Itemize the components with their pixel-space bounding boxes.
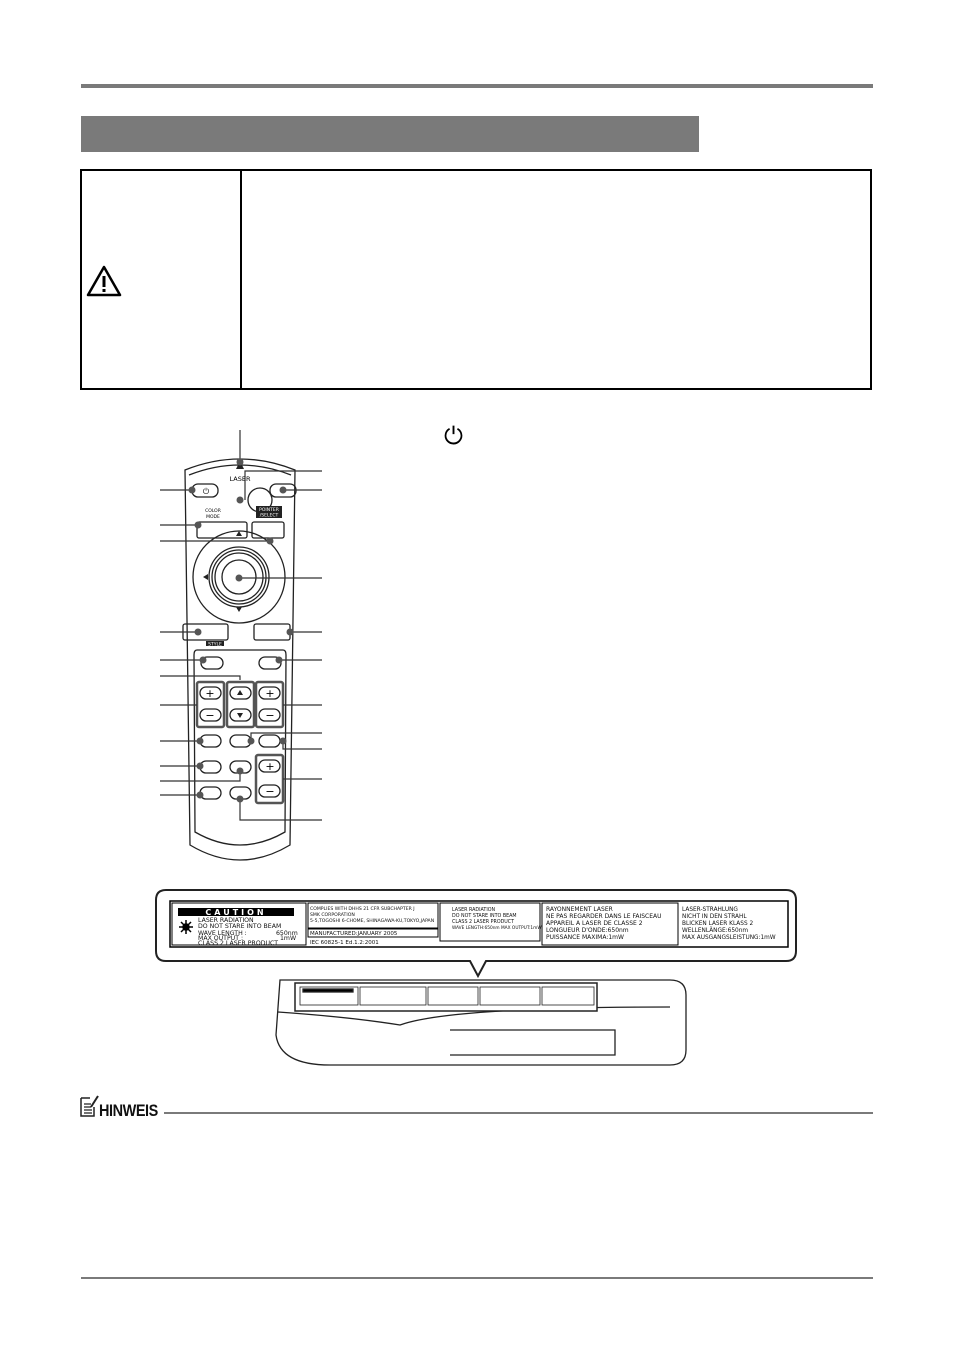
- remote-side-view: [275, 979, 687, 1066]
- label-line: NE PAS REGARDER DANS LE FAISCEAU: [546, 913, 662, 920]
- laser-caution-label: CAUTION LASER RADIATION DO NOT STARE INT…: [155, 889, 797, 1066]
- laser-starburst-icon: [179, 920, 193, 934]
- power-icon: ⏻: [444, 422, 463, 450]
- header-rule: [81, 84, 873, 88]
- note-heading: HINWEIS: [99, 1101, 158, 1120]
- power-button-label: ⏻: [203, 487, 210, 496]
- label-line: WELLENLÄNGE:650nm: [682, 927, 748, 934]
- remote-control-diagram: ⏻ LASER COLOR MODE POINTER /SELECT STYLE…: [160, 430, 322, 861]
- label-line: SMK CORPORATION: [310, 912, 355, 918]
- label-line: PUISSANCE MAXIMA:1mW: [546, 934, 624, 941]
- caution-title: CAUTION: [205, 908, 266, 917]
- footer-rule: [81, 1277, 873, 1279]
- label-line: IEC 60825-1 Ed.1.2:2001: [310, 940, 379, 946]
- note-rule: [164, 1112, 873, 1114]
- note-icon: [80, 1095, 99, 1117]
- label-line: WAVE LENGTH:650nm MAX OUTPUT:1mW: [452, 925, 542, 931]
- minus-label: −: [265, 785, 274, 798]
- caution-line: LASER RADIATION: [198, 917, 254, 924]
- caution-line: 1mW: [280, 935, 296, 942]
- plus-label: +: [265, 687, 274, 700]
- label-line: 5-5,TOGOSHI 6-CHOME, SHINAGAWA-KU,TOKYO,…: [310, 918, 434, 924]
- label-line: LASER-STRAHLUNG: [682, 907, 738, 913]
- label-line: BLICKEN LASER KLASS 2: [682, 921, 753, 927]
- label-line: LASER RADIATION: [452, 907, 496, 913]
- label-line: NICHT IN DEN STRAHL: [682, 914, 747, 920]
- plus-label: +: [265, 760, 274, 773]
- color-mode-label-2: MODE: [206, 514, 220, 520]
- pointer-select-label-2: /SELECT: [260, 513, 279, 519]
- warning-triangle-icon: [86, 265, 122, 297]
- warning-divider: [240, 169, 242, 390]
- style-label: STYLE: [208, 642, 222, 648]
- pointer-select-label: POINTER: [259, 507, 279, 513]
- label-line: RAYONNEMENT LASER: [546, 906, 613, 913]
- label-line: COMPLIES WITH DHHS 21 CFR SUBCHAPTER J: [310, 906, 415, 912]
- label-line: APPAREIL A LASER DE CLASSE 2: [546, 920, 643, 927]
- minus-label: −: [205, 709, 214, 722]
- laser-label: LASER: [230, 475, 251, 483]
- label-line: DO NOT STARE INTO BEAM: [452, 913, 517, 919]
- label-line: CLASS 2 LASER PRODUCT: [452, 919, 514, 925]
- color-mode-label: COLOR: [205, 508, 221, 514]
- label-line: MANUFACTURED:JANUARY 2005: [310, 931, 398, 937]
- label-line: LONGUEUR D'ONDE:650nm: [546, 927, 629, 934]
- caution-line: WAVE LENGTH :: [198, 930, 247, 937]
- section-heading-bar: [81, 116, 699, 152]
- warning-box: [80, 169, 872, 390]
- caution-line: CLASS 2 LASER PRODUCT: [198, 940, 278, 947]
- caution-line: DO NOT STARE INTO BEAM: [198, 923, 281, 930]
- caution-line: 650nm: [276, 930, 298, 937]
- label-line: MAX AUSGANGSLEISTUNG:1mW: [682, 935, 776, 941]
- minus-label: −: [265, 709, 274, 722]
- plus-label: +: [205, 687, 214, 700]
- caution-line: MAX OUTPUT :: [198, 935, 243, 942]
